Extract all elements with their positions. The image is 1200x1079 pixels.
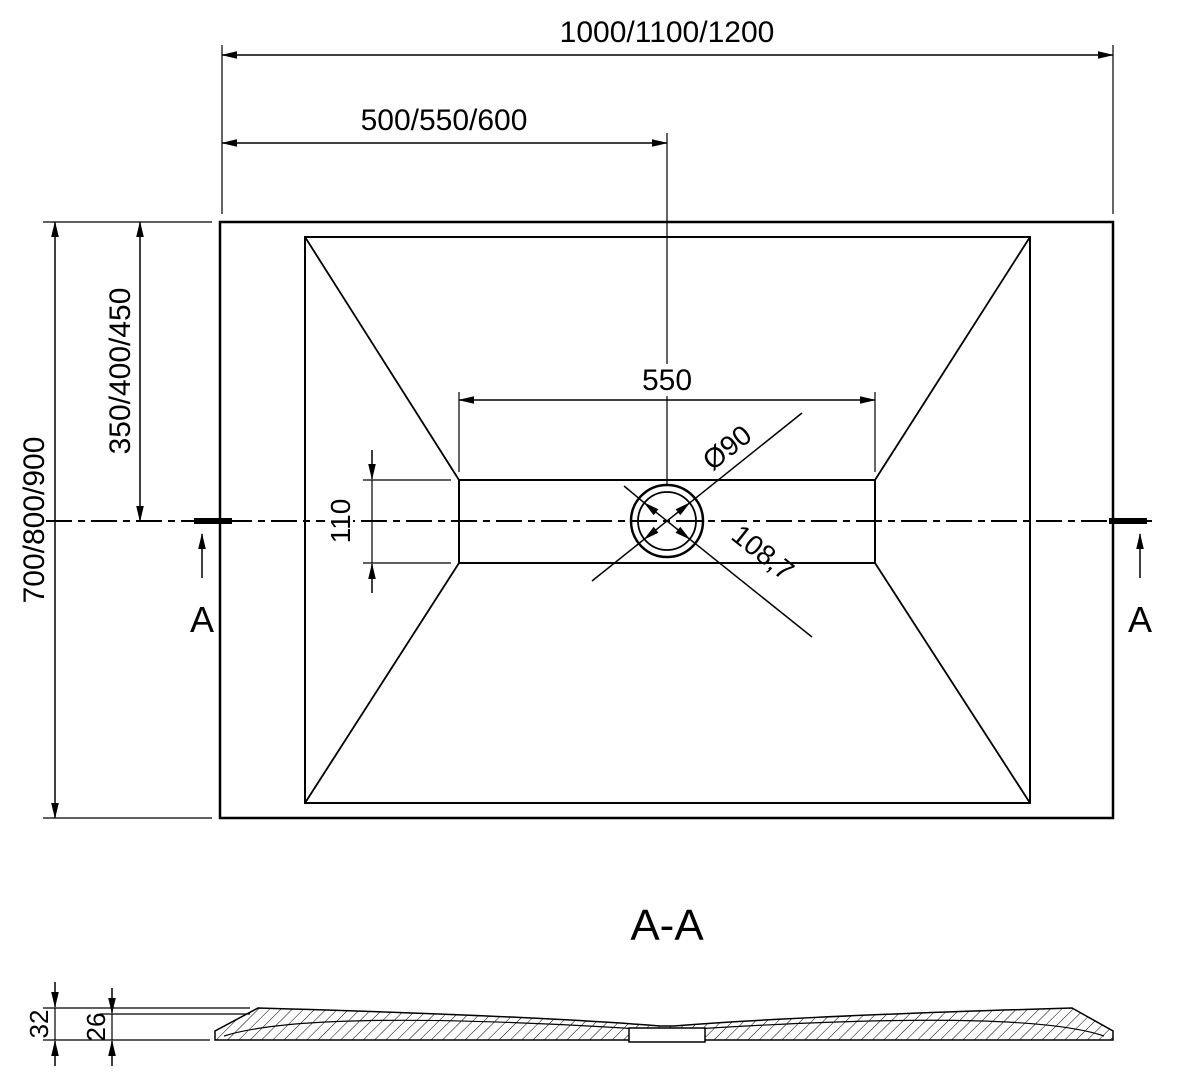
label-center-offset-width: 500/550/600 [361, 104, 528, 137]
dimension-lines [51, 51, 1114, 819]
label-section-letter-right: A [1128, 599, 1152, 640]
label-center-offset-depth: 350/400/450 [104, 288, 137, 455]
leader-flange-diameter-lower [689, 538, 813, 638]
labels: 1000/1100/1200 500/550/600 700/800/900 3… [18, 16, 1152, 1041]
slope-edge-bottom-right [874, 562, 1031, 804]
section-profile [214, 1007, 1114, 1041]
section-view [43, 982, 1114, 1066]
leader-drain-diameter-upper [689, 412, 803, 504]
section-drain-recess [628, 1027, 706, 1043]
leader-drain-diameter-lower [591, 538, 645, 582]
label-drain-diameter: Ø90 [697, 419, 758, 476]
slope-edge-bottom-left [304, 562, 460, 804]
label-recess-width-backing [636, 364, 698, 396]
label-recess-depth: 110 [325, 499, 356, 544]
label-section-total-thickness: 32 [24, 1010, 54, 1039]
label-recess-width: 550 [642, 364, 692, 397]
leader-flange-diameter-upper [623, 485, 645, 504]
label-recess-depth-backing [325, 492, 353, 550]
section-inner-surface-left [223, 1019, 656, 1037]
label-section-letter-left: A [190, 599, 214, 640]
label-section-title: A-A [630, 901, 704, 950]
slope-edge-top-left [304, 236, 460, 481]
extension-lines [43, 45, 1114, 819]
label-section-base-thickness: 26 [81, 1013, 111, 1042]
label-overall-width: 1000/1100/1200 [560, 16, 775, 49]
slope-edge-top-right [874, 236, 1031, 481]
label-overall-depth: 700/800/900 [18, 437, 51, 604]
section-inner-surface-right [678, 1019, 1105, 1037]
